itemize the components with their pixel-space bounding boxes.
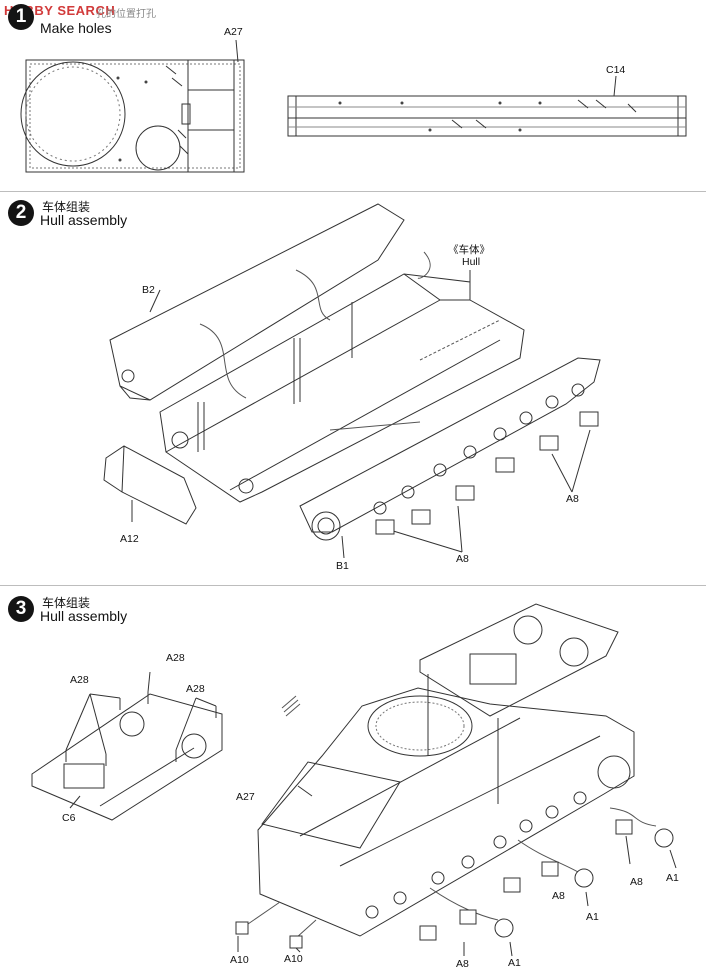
part-label-a28-left: A28 <box>70 674 89 686</box>
part-label-a28-top: A28 <box>166 652 185 664</box>
part-label-a27-step1: A27 <box>224 26 243 38</box>
part-label-a1-3: A1 <box>508 957 521 969</box>
step-2-drawing <box>103 203 601 559</box>
part-label-a28-right: A28 <box>186 683 205 695</box>
divider-2 <box>0 585 706 586</box>
part-label-a8-1: A8 <box>630 876 643 888</box>
step-3-drawing <box>31 603 677 957</box>
part-label-a10-2: A10 <box>284 953 303 965</box>
part-label-a1-2: A1 <box>586 911 599 923</box>
step-3-title-cn: 车体组装 <box>42 596 91 610</box>
part-label-a8-3: A8 <box>456 958 469 970</box>
watermark-cn: 孔的位置打孔 <box>96 9 156 20</box>
part-label-a10-1: A10 <box>230 954 249 966</box>
step-1-title-en: Make holes <box>40 20 112 36</box>
step-3-number: 3 <box>8 596 34 622</box>
part-label-hull-cn: 《车体》 <box>448 244 490 256</box>
part-label-a8-lower: A8 <box>456 553 469 565</box>
step-2-title-cn: 车体组装 <box>42 200 91 214</box>
step-2-title-en: Hull assembly <box>40 212 128 228</box>
step-1-drawing <box>20 39 687 173</box>
part-label-a12: A12 <box>120 533 139 545</box>
part-label-c14: C14 <box>606 64 626 76</box>
part-label-a8-upper: A8 <box>566 493 579 505</box>
step-1-number: 1 <box>8 4 34 30</box>
divider-1 <box>0 191 706 192</box>
step-3-title-en: Hull assembly <box>40 608 128 624</box>
part-label-a27-step3: A27 <box>236 791 255 803</box>
part-label-a8-2: A8 <box>552 890 565 902</box>
part-label-b1: B1 <box>336 560 349 572</box>
part-label-c6: C6 <box>62 812 76 824</box>
step-2-number: 2 <box>8 200 34 226</box>
part-label-a1-1: A1 <box>666 872 679 884</box>
part-label-b2: B2 <box>142 284 155 296</box>
part-label-hull-en: Hull <box>462 256 481 268</box>
